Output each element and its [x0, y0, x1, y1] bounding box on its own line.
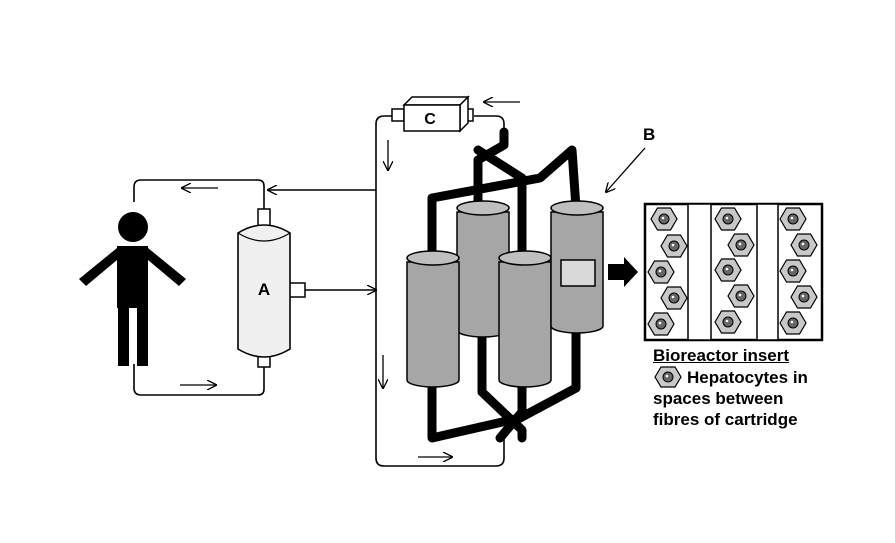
pointer-b [606, 147, 646, 192]
hepatocyte-cell [647, 312, 675, 336]
legend-line-1: Hepatocytes in [687, 367, 808, 387]
legend: Bioreactor insert Hepatocytes in spaces … [653, 345, 883, 430]
hepatocyte-cell [779, 311, 807, 335]
cartridge-3 [498, 250, 552, 388]
cartridge-2 [406, 250, 460, 388]
hepatocyte-icon [654, 366, 682, 388]
hepatocyte-cell [650, 207, 678, 231]
hepatocyte-cell [714, 258, 742, 282]
legend-line-2: spaces between [653, 389, 784, 408]
label-a: A [258, 280, 270, 299]
circuit-loop-tubing [375, 115, 505, 467]
label-c: C [424, 111, 436, 128]
hepatocyte-cell [660, 286, 688, 310]
hepatocyte-cell [647, 260, 675, 284]
legend-title: Bioreactor insert [653, 346, 790, 365]
hepatocyte-cell [660, 234, 688, 258]
legend-row: Hepatocytes in [653, 366, 883, 388]
pump-c [391, 95, 474, 133]
legend-line-3: fibres of cartridge [653, 410, 798, 429]
hepatocyte-cell [779, 259, 807, 283]
hepatocyte-cell [727, 284, 755, 308]
hepatocyte-cell [779, 207, 807, 231]
hepatocyte-cell [790, 285, 818, 309]
hepatocyte-cells [647, 207, 818, 336]
cartridge-1 [456, 200, 510, 338]
hepatocyte-cell [790, 233, 818, 257]
patient-loop-tubing [133, 179, 265, 396]
patient-figure [79, 212, 186, 366]
hepatocyte-cell [714, 207, 742, 231]
arrow-to-insert [608, 257, 638, 287]
label-b: B [643, 125, 655, 144]
hepatocyte-cell [714, 310, 742, 334]
cartridge-tubing [427, 127, 581, 443]
hepatocyte-cell [727, 233, 755, 257]
plasma-filter-a [237, 208, 306, 368]
cartridge-b [550, 200, 604, 334]
